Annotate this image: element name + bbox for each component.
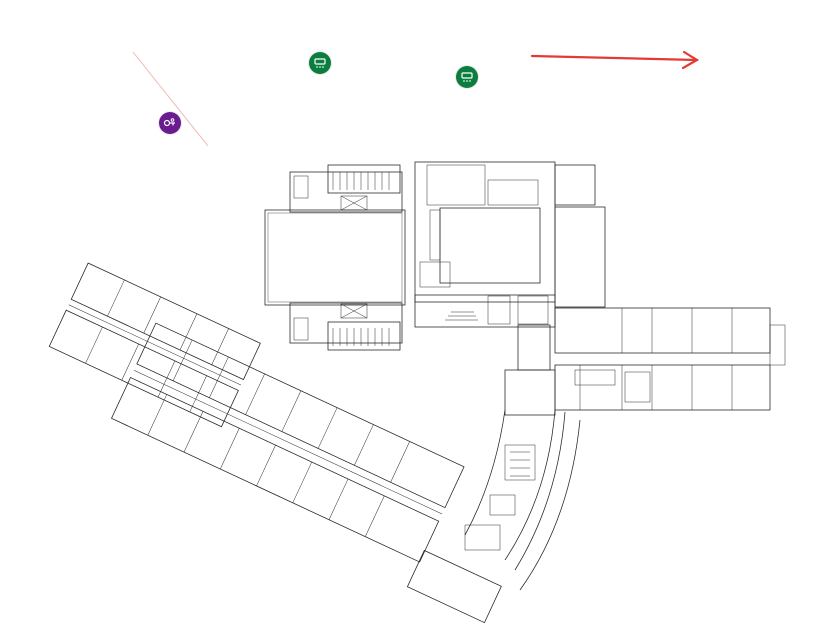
curved-corridor (464, 324, 581, 591)
floor-plan (48, 161, 786, 624)
air-conditioner-marker-1[interactable] (309, 52, 331, 74)
air-conditioner-icon (461, 72, 473, 82)
key-access-icon (163, 118, 175, 127)
north-west-wing (48, 262, 261, 428)
air-conditioner-icon (314, 58, 326, 68)
key-access-marker[interactable] (159, 112, 181, 134)
guide-line (132, 51, 209, 147)
gymnasium-block (414, 161, 606, 328)
south-west-wing (110, 322, 465, 563)
east-wing (554, 307, 786, 411)
air-conditioner-marker-2[interactable] (456, 66, 478, 88)
direction-arrow (530, 50, 700, 70)
south-entrance (406, 549, 502, 624)
auditorium-block (264, 164, 406, 351)
